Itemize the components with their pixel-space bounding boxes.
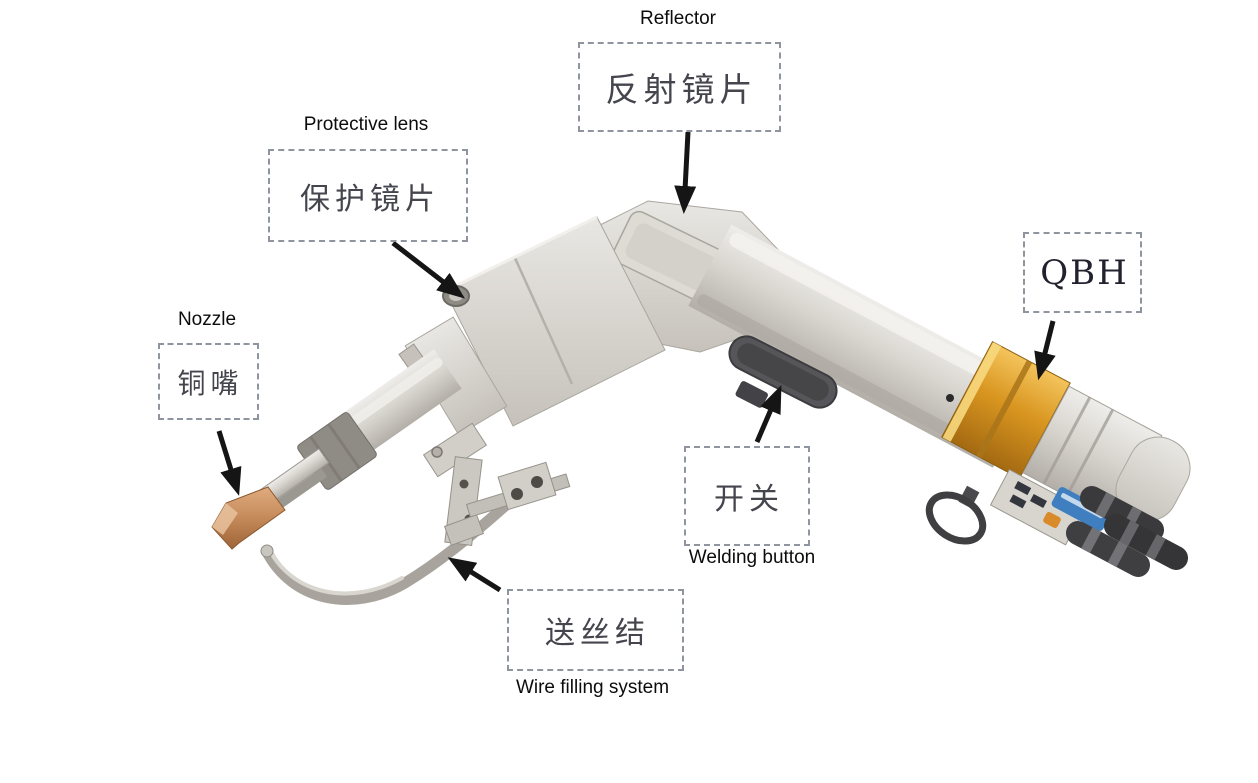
wire-feeder-assembly — [260, 422, 571, 605]
connector-plug-3 — [1065, 521, 1151, 577]
qbh-set-screw — [946, 394, 954, 402]
wire-tube-end — [260, 544, 274, 558]
wire-filling-arrow — [447, 557, 502, 593]
wire-filling-en-label: Wire filling system — [515, 677, 670, 698]
protective-lens-arrow — [391, 241, 465, 299]
nozzle-arrow — [216, 430, 242, 496]
feeder-clamp-bolt — [431, 446, 443, 458]
end-block-hole-1 — [511, 488, 523, 500]
barrel-assembly — [211, 215, 666, 550]
reflector-arrow — [674, 131, 697, 214]
protective-lens-zh-label: 保护镜片 — [300, 181, 440, 217]
reflector-label-box: 反射镜片 — [578, 42, 781, 132]
qbh-ring-highlight — [942, 342, 1002, 442]
feeder-lower-clamp — [443, 514, 485, 546]
handle-grip — [688, 224, 1037, 468]
copper-nozzle-bevel — [212, 503, 238, 535]
welding-button-arrow — [754, 384, 782, 443]
welding-button-zh-label: 开关 — [714, 482, 784, 517]
nozzle-label-box: 铜嘴 — [158, 343, 259, 420]
fitting-label-marks — [1009, 481, 1047, 509]
trigger-button-inner — [737, 343, 829, 401]
wire-filling-zh-label: 送丝结 — [545, 616, 650, 651]
tail-cylinder-line2 — [1065, 408, 1115, 497]
lens-screw-knob-center — [449, 291, 463, 301]
nozzle-en-label: Nozzle — [177, 309, 237, 330]
annotation-arrows — [216, 131, 1056, 593]
reflector-en-label: Reflector — [639, 8, 717, 29]
knurled-collar-line2 — [327, 423, 361, 470]
nozzle-zh-label: 铜嘴 — [177, 366, 244, 400]
qbh-label-box: QBH — [1023, 232, 1142, 313]
feeder-end-block — [497, 461, 557, 511]
focus-barrel-highlight — [348, 357, 443, 427]
welding-button-en-label: Welding button — [688, 547, 816, 568]
bracket-hole-1 — [459, 479, 469, 489]
reflector-zh-label: 反射镜片 — [605, 70, 758, 109]
lens-housing-top-highlight — [444, 215, 598, 293]
handle-highlight — [729, 232, 1028, 399]
nozzle-tube-2 — [268, 468, 328, 514]
lens-housing-ridge — [513, 257, 574, 385]
protective-lens-en-label: Protective lens — [303, 114, 429, 135]
protective-lens-label-box: 保护镜片 — [268, 149, 468, 242]
focus-barrel — [342, 349, 462, 453]
connector-plug-2 — [1103, 514, 1189, 570]
end-block-hole-2 — [531, 476, 543, 488]
tail-cylinder-line1 — [1042, 396, 1092, 485]
wire-filling-label-box: 送丝结 — [507, 589, 684, 671]
trigger-tab — [735, 381, 768, 408]
qbh-label: QBH — [1040, 252, 1129, 293]
cable-orange-fitting — [1043, 512, 1061, 528]
wire-guide-tube-highlight — [267, 547, 404, 596]
hanging-ring — [925, 491, 987, 545]
qbh-ring-groove — [976, 359, 1033, 459]
welding-button-label-box: 开关 — [684, 446, 810, 546]
handle-shade — [697, 294, 995, 459]
qbh-arrow — [1034, 320, 1056, 381]
